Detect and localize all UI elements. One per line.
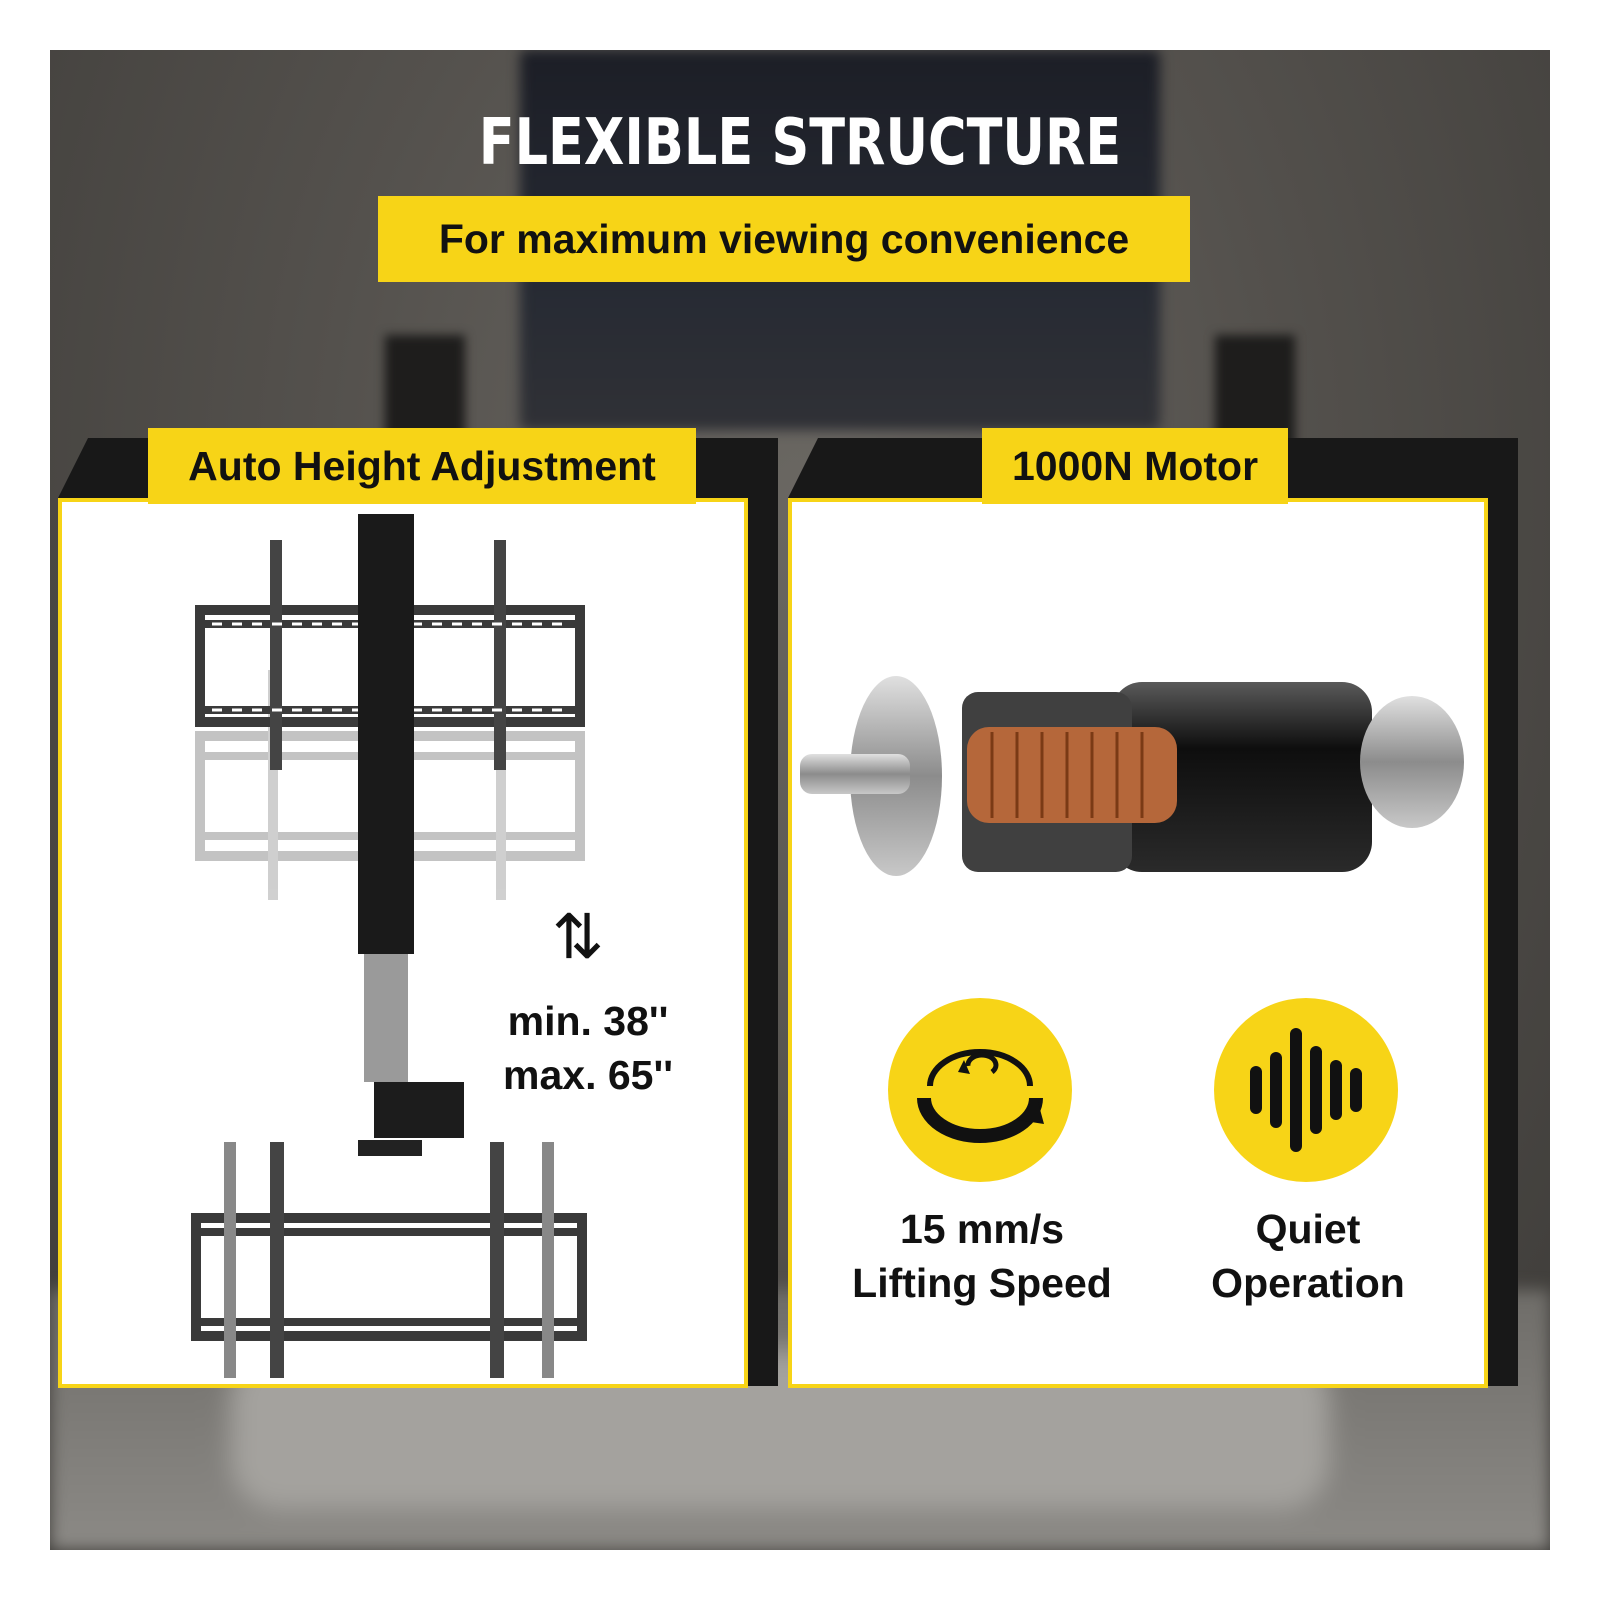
subtitle-banner: For maximum viewing convenience bbox=[378, 196, 1190, 282]
lifting-speed-label: 15 mm/s Lifting Speed bbox=[822, 1202, 1142, 1310]
lifting-speed-value: 15 mm/s bbox=[899, 1206, 1065, 1252]
quiet-operation-line1: Quiet bbox=[1255, 1206, 1361, 1252]
up-down-arrows-icon: ⇅ bbox=[552, 900, 604, 973]
left-panel-tag: Auto Height Adjustment bbox=[148, 428, 696, 504]
height-max-label: max. 65'' bbox=[503, 1052, 673, 1098]
lift-base bbox=[358, 1140, 422, 1156]
subtitle-text: For maximum viewing convenience bbox=[438, 215, 1130, 262]
motor-armature bbox=[967, 727, 1177, 823]
lift-column-upper bbox=[358, 514, 414, 954]
right-panel: 15 mm/s Lifting Speed Quiet Operation bbox=[788, 498, 1488, 1388]
height-min-label: min. 38'' bbox=[507, 998, 669, 1044]
quiet-operation-label: Quiet Operation bbox=[1148, 1202, 1468, 1310]
sound-wave-icon bbox=[1250, 1028, 1362, 1152]
right-panel-tag-label: 1000N Motor bbox=[1011, 442, 1259, 489]
quiet-operation-line2: Operation bbox=[1211, 1260, 1405, 1306]
left-panel: ⇅ min. 38'' max. 65'' bbox=[58, 498, 748, 1388]
motor-end-cap bbox=[1360, 696, 1464, 828]
lifting-speed-badge bbox=[888, 998, 1072, 1182]
lift-column-lower bbox=[364, 954, 408, 1082]
quiet-operation-badge bbox=[1214, 998, 1398, 1182]
lifting-speed-caption: Lifting Speed bbox=[852, 1260, 1112, 1306]
right-panel-tag: 1000N Motor bbox=[982, 428, 1288, 504]
motor-housing bbox=[1112, 682, 1372, 872]
left-panel-tag-label: Auto Height Adjustment bbox=[188, 442, 656, 489]
product-banner: FLEXIBLE STRUCTURE For maximum viewing c… bbox=[50, 50, 1550, 1550]
tv-lift-illustration bbox=[191, 514, 587, 1378]
lift-motor bbox=[374, 1082, 464, 1138]
height-range: min. 38'' max. 65'' bbox=[488, 994, 688, 1102]
motor-shaft bbox=[800, 754, 910, 794]
bottom-tv-bracket bbox=[191, 1142, 587, 1378]
page-title: FLEXIBLE STRUCTURE bbox=[478, 106, 1122, 180]
rotation-icon bbox=[917, 1049, 1044, 1143]
motor-illustration bbox=[800, 676, 1464, 876]
